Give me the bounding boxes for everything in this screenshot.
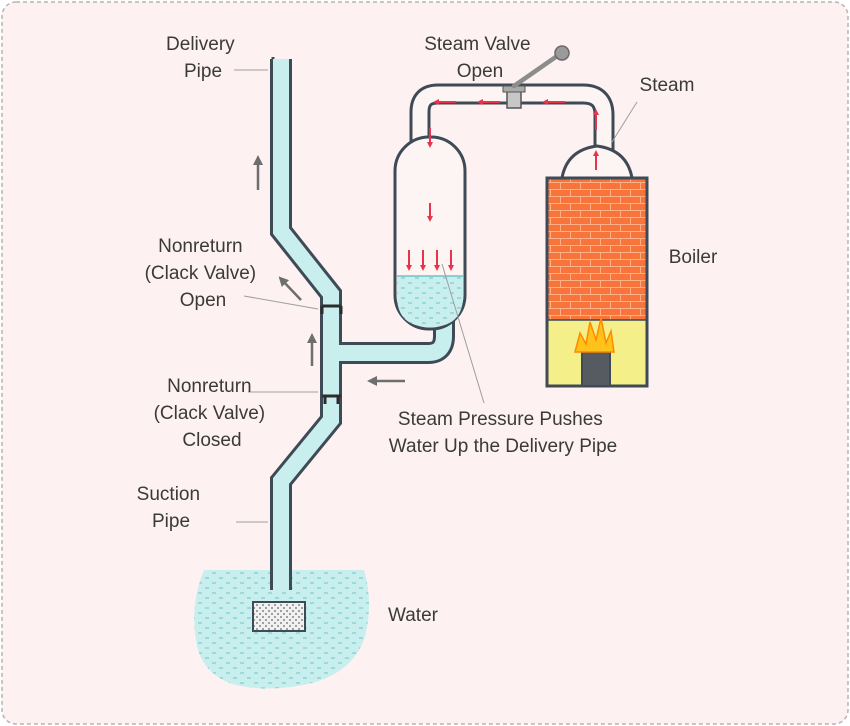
- delivery-pipe-label: Delivery Pipe: [166, 34, 240, 82]
- steam-valve: [502, 45, 570, 109]
- receiver-vessel: [393, 135, 467, 331]
- water-flow-arrows: [253, 155, 405, 386]
- clack-valve-open: [320, 304, 343, 314]
- boiler-label: Boiler: [669, 247, 718, 268]
- water-label: Water: [388, 605, 439, 626]
- leader-lines: [234, 69, 638, 523]
- clack-closed-label: Nonreturn (Clack Valve) Closed: [154, 376, 271, 451]
- valve-lever-icon: [511, 51, 563, 89]
- boiler: [545, 144, 649, 388]
- strainer: [252, 601, 306, 632]
- clack-valve-closed: [322, 394, 341, 404]
- suction-pipe-label: Suction Pipe: [137, 484, 206, 532]
- steam-label: Steam: [640, 75, 695, 96]
- steam-valve-label: Steam Valve Open: [424, 34, 536, 82]
- pump-piping: [270, 54, 455, 590]
- clack-open-label: Nonreturn (Clack Valve) Open: [145, 236, 262, 311]
- fire-icon: [574, 317, 615, 353]
- steam-flow-arrows: [406, 99, 599, 271]
- pressure-note-label: Steam Pressure Pushes Water Up the Deliv…: [389, 409, 617, 457]
